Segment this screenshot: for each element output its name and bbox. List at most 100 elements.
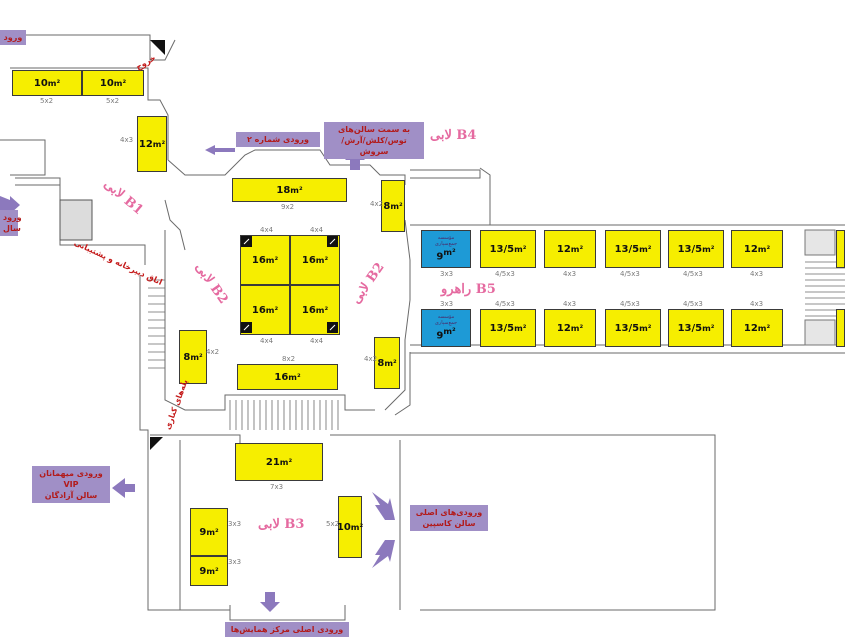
unit-label: m² [639, 244, 652, 254]
booth-area: 16 [301, 304, 316, 316]
booth-dims: 5x2 [326, 520, 340, 528]
booth-area: 13/5 [489, 322, 515, 334]
booth-area: 8 [377, 357, 385, 369]
booth-dims: 4x2 [206, 348, 220, 356]
power-outlet-icon [241, 322, 252, 333]
power-outlet-icon [327, 236, 338, 247]
unit-label: m² [443, 247, 456, 258]
booth-dims: 4/5x3 [683, 270, 703, 278]
power-outlet-icon [327, 322, 338, 333]
booth-org-label: جمع‌سپاری [434, 320, 458, 327]
booth-area: 12 [743, 243, 758, 255]
unit-label: m² [702, 244, 715, 254]
booth-area: 12 [556, 322, 571, 334]
entrance-2-tag[interactable]: ورودی شماره ۲ [236, 132, 320, 147]
booth-area: 16 [251, 304, 266, 316]
booth-area: 16 [251, 254, 266, 266]
unit-label: m² [315, 255, 329, 265]
booth-area: 10 [99, 77, 114, 89]
booth-area: 21 [265, 456, 280, 468]
booth-dims: 4x2 [364, 355, 378, 363]
booth-area: 13/5 [677, 322, 703, 334]
booth-dims: 4x4 [260, 337, 274, 345]
booth-org-label: مؤسسه [437, 235, 455, 242]
booth-dims: 4x4 [310, 337, 324, 345]
booth-dims: 4/5x3 [620, 270, 640, 278]
left-mid-entrance-tag[interactable]: ورود سال [0, 210, 22, 236]
booth-d6-edge[interactable] [836, 309, 845, 347]
booth-area: 9m² [436, 247, 455, 262]
unit-label: m² [206, 527, 219, 537]
booth-org-label: مؤسسه [437, 314, 455, 321]
unit-label: m² [384, 358, 397, 368]
booth-blue-bottom[interactable]: مؤسسه جمع‌سپاری 9m² [421, 309, 471, 347]
booth-dims: 3x3 [440, 300, 454, 308]
vip-entrance-tag[interactable]: ورودی میهمانان VIP سالن آزادگان [32, 466, 110, 503]
main-center-entrance-tag[interactable]: ورودی اصلی مرکز همایش‌ها [225, 622, 349, 637]
booth-dims: 4x3 [563, 270, 577, 278]
unit-label: m² [514, 244, 527, 254]
left-top-entrance-tag[interactable]: ورود [0, 30, 26, 45]
unit-label: m² [757, 323, 771, 333]
booth-dims: 4x3 [563, 300, 577, 308]
booth-dims: 4x4 [310, 226, 324, 234]
unit-label: m² [570, 244, 584, 254]
unit-label: m² [190, 352, 203, 362]
booth-dims: 7x3 [270, 483, 284, 491]
booth-dims: 4x2 [370, 200, 384, 208]
unit-label: m² [290, 185, 303, 195]
booth-dims: 8x2 [282, 355, 296, 363]
booth-c6-edge[interactable] [836, 230, 845, 268]
booth-dims: 4/5x3 [495, 270, 515, 278]
unit-label: m² [757, 244, 771, 254]
booth-area: 12 [138, 138, 153, 150]
unit-label: m² [265, 255, 279, 265]
unit-label: m² [390, 201, 403, 211]
unit-label: m² [152, 139, 166, 149]
unit-label: m² [514, 323, 527, 333]
unit-label: m² [350, 522, 364, 532]
power-outlet-icon [241, 236, 252, 247]
unit-label: m² [443, 326, 456, 337]
booth-dims: 3x3 [440, 270, 454, 278]
booth-area: 13/5 [489, 243, 515, 255]
unit-label: m² [639, 323, 652, 333]
unit-label: m² [288, 372, 301, 382]
caspian-main-entrance-tag[interactable]: ورودی‌های اصلی سالن کاسپین [410, 505, 488, 531]
booth-dims: 9x2 [281, 203, 295, 211]
booth-area: 10 [336, 521, 351, 533]
to-halls-tag[interactable]: به سمت سالن‌های توس/کلش/آرش/سروش [324, 122, 424, 159]
unit-label: m² [279, 457, 293, 467]
lobby-b3-label: لابی B3 [258, 517, 305, 532]
booth-dims: 3x3 [228, 558, 242, 566]
booth-area: 16 [274, 371, 289, 383]
corridor-b5-label: راهرو B5 [441, 282, 496, 297]
booth-area: 9 [199, 565, 207, 577]
booth-area: 13/5 [677, 243, 703, 255]
unit-label: m² [315, 305, 329, 315]
booth-blue-top[interactable]: مؤسسه جمع‌سپاری 9m² [421, 230, 471, 268]
